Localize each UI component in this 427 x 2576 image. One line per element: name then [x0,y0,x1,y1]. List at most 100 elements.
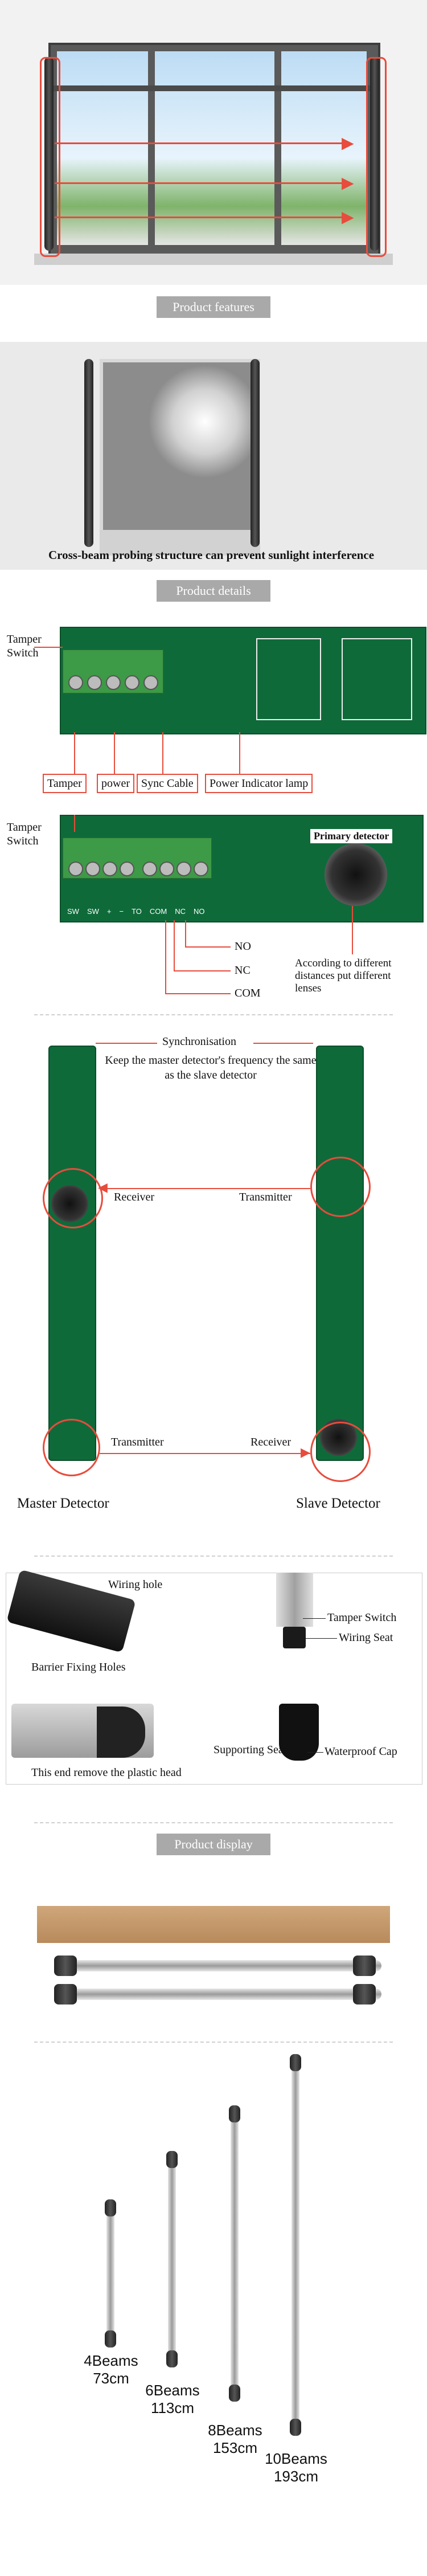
arrow-icon: ▶ [342,207,354,226]
beam-bar-4 [106,2205,114,2342]
beam-label-6: 6Beams 113cm [141,2382,204,2417]
beam-line [100,1453,310,1454]
terminal-label: NC [175,907,186,916]
highlight-circle [310,1157,371,1217]
beam-line [55,217,351,218]
beam-label-4: 4Beams 73cm [80,2352,142,2387]
no-label: NO [235,940,251,953]
beam-bar-8 [231,2111,239,2396]
callout-line [303,1618,326,1619]
arrow-icon: ▶ [342,173,354,192]
bar-end-cap [54,1984,77,2005]
tamper-switch-label: Tamper Switch [7,633,42,659]
terminal-screw [194,862,208,876]
divider [34,1556,393,1557]
divider [34,2042,393,2043]
terminal-screw [142,862,157,876]
terminal-label: COM [149,907,167,916]
beam-length: 73cm [93,2370,129,2387]
bar-end-cap [54,1956,77,1976]
callout-line [174,920,175,971]
terminal-screw [85,862,100,876]
arrow-left-icon: ◀ [98,1181,108,1195]
callout-line [34,647,63,648]
receiver-label: Receiver [114,1191,155,1203]
section-title-details: Product details [157,580,270,602]
highlight-circle [310,1422,371,1482]
window-transom [51,85,373,91]
detector-bar-horizontal [63,1989,381,2000]
wiring-seat [283,1627,306,1648]
callout-line [307,1752,323,1753]
arrow-icon: ▶ [342,133,354,152]
waterproof-cap-label: Waterproof Cap [325,1745,397,1758]
beam-cap [166,2151,178,2168]
callout-line [74,815,75,832]
primary-detector-label: Primary detector [310,829,393,843]
callout-line [114,732,115,774]
terminal-label: + [106,907,112,916]
terminal-labels: SW SW + − TO COM NC NO [67,907,215,916]
beam-line [100,1188,310,1189]
terminal-screw [102,862,117,876]
divider [34,1822,393,1823]
sync-line [253,1043,313,1044]
tamper-switch-label: Tamper Switch [327,1611,397,1624]
beam-count: 6Beams [145,2382,200,2399]
beam-length: 113cm [150,2399,195,2416]
waterproof-cap [279,1704,319,1761]
beam-line [55,142,351,144]
end-cap-black [97,1707,145,1758]
pole [276,1573,313,1627]
packaging-box [37,1906,390,1943]
callout-power-indicator: Power Indicator lamp [205,774,313,793]
detector-left [44,57,54,251]
parts-image [6,1573,422,1785]
terminal-screw [143,675,158,690]
beam-bar-10 [291,2060,299,2430]
sync-note: Keep the master detector's frequency the… [105,1054,317,1081]
callout-power: power [97,774,134,793]
callout-line [165,993,231,994]
terminal-screw [159,862,174,876]
beam-length: 193cm [273,2468,319,2485]
wiring-hole-label: Wiring hole [108,1578,163,1591]
receiver-label: Receiver [251,1436,291,1448]
callout-line [185,946,231,948]
callout-line [185,920,186,948]
terminal-label: TO [132,907,142,916]
terminal-label: − [119,907,124,916]
sunlight-glow [148,365,262,479]
pcb-panel [342,638,412,720]
beam-count: 10Beams [265,2450,327,2467]
beam-count: 8Beams [208,2422,262,2439]
terminal-screw [87,675,102,690]
highlight-circle [43,1419,100,1476]
barrier-fixing-holes-label: Barrier Fixing Holes [31,1661,126,1673]
terminal-screw [176,862,191,876]
arrow-right-icon: ▶ [301,1446,310,1460]
bar-end-cap [353,1984,376,2005]
beam-line [55,182,351,184]
sync-label: Synchronisation [162,1035,236,1048]
terminal-label: SW [87,907,99,916]
master-detector-label: Master Detector [17,1496,109,1511]
callout-line [74,732,75,774]
hero-image: ▶ ▶ ▶ [0,0,427,285]
callout-line [239,732,240,774]
pcb-panel [256,638,321,720]
lens-dome [325,843,387,906]
beam-cap [229,2385,240,2402]
terminal-screw [120,862,134,876]
window-base [100,530,260,556]
window-pane-left [57,51,148,245]
callout-line [174,970,231,971]
terminal-screw [68,675,83,690]
highlight-circle [43,1168,103,1228]
bar-end-cap [353,1956,376,1976]
features-image: Cross-beam probing structure can prevent… [0,342,427,570]
terminal-label: NO [194,907,205,916]
detector-right [251,359,260,547]
beam-cap [290,2054,301,2071]
window-pane-right [281,51,367,245]
